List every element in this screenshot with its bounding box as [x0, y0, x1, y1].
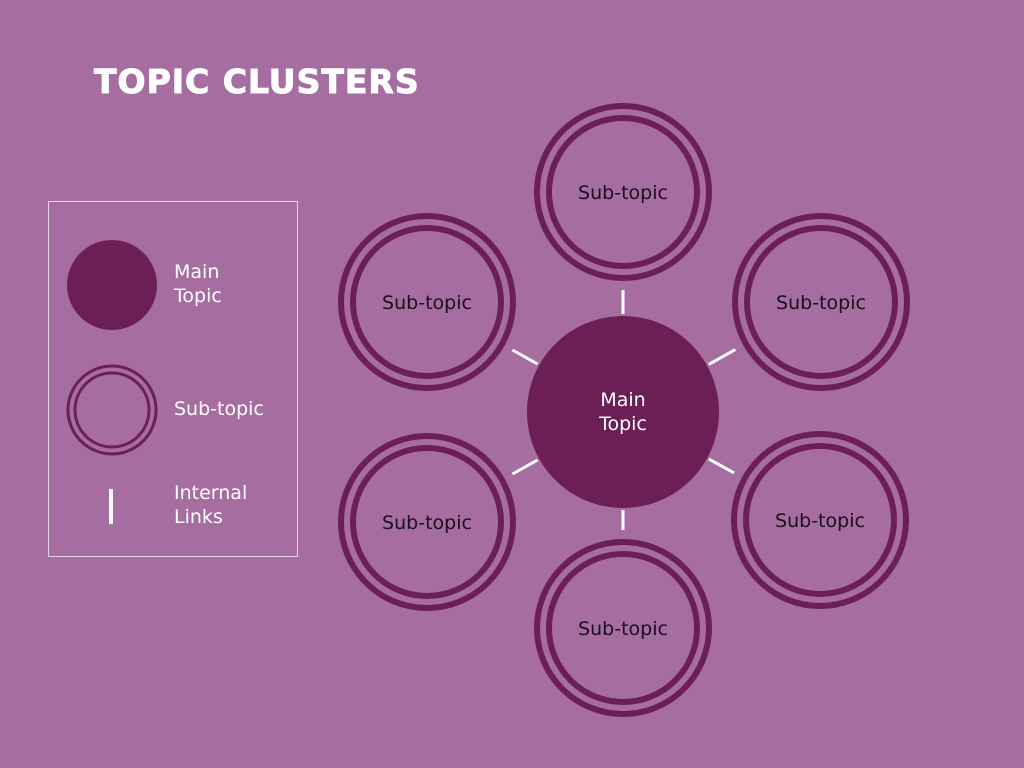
subtopic-node: Sub-topic	[338, 213, 516, 391]
subtopic-node: Sub-topic	[732, 213, 910, 391]
subtopic-inner-ring	[350, 445, 504, 599]
subtopic-node: Sub-topic	[534, 103, 712, 281]
subtopic-inner-ring	[743, 443, 897, 597]
subtopic-outer-ring	[732, 213, 910, 391]
subtopic-node: Sub-topic	[731, 431, 909, 609]
internal-link-line	[707, 348, 737, 366]
internal-link-line	[511, 348, 539, 366]
subtopic-inner-ring	[546, 551, 700, 705]
sub-topic-legend-icon	[66, 364, 158, 456]
main-topic-label-line-2: Topic	[598, 413, 647, 435]
main-topic-label-line-1: Main	[600, 389, 645, 411]
internal-links	[511, 290, 737, 530]
subtopic-label: Sub-topic	[776, 292, 866, 314]
subtopic-label: Sub-topic	[775, 510, 865, 532]
subtopic-node: Sub-topic	[338, 433, 516, 611]
subtopic-inner-ring	[350, 225, 504, 379]
subtopic-label: Sub-topic	[382, 512, 472, 534]
main-topic-node: Main Topic	[527, 316, 719, 508]
subtopic-nodes: Sub-topicSub-topicSub-topicSub-topicSub-…	[338, 103, 910, 717]
subtopic-inner-ring	[546, 115, 700, 269]
main-topic-circle	[527, 316, 719, 508]
subtopic-label: Sub-topic	[578, 618, 668, 640]
page-title: TOPIC CLUSTERS	[94, 62, 420, 102]
internal-link-line	[708, 457, 735, 475]
legend: Main Topic Sub-topic Internal Links	[48, 201, 298, 557]
internal-link-legend-icon	[109, 489, 113, 524]
legend-label-sub-topic: Sub-topic	[174, 398, 264, 420]
internal-link-line	[511, 458, 539, 476]
subtopic-outer-ring	[338, 213, 516, 391]
subtopic-outer-ring	[731, 431, 909, 609]
legend-label-internal-links: Internal Links	[174, 482, 248, 528]
legend-label-main-topic: Main Topic	[174, 261, 222, 307]
subtopic-node: Sub-topic	[534, 539, 712, 717]
main-topic-legend-icon	[67, 240, 157, 330]
subtopic-outer-ring	[534, 539, 712, 717]
subtopic-label: Sub-topic	[382, 292, 472, 314]
subtopic-outer-ring	[338, 433, 516, 611]
subtopic-outer-ring	[534, 103, 712, 281]
subtopic-inner-ring	[744, 225, 898, 379]
subtopic-label: Sub-topic	[578, 182, 668, 204]
